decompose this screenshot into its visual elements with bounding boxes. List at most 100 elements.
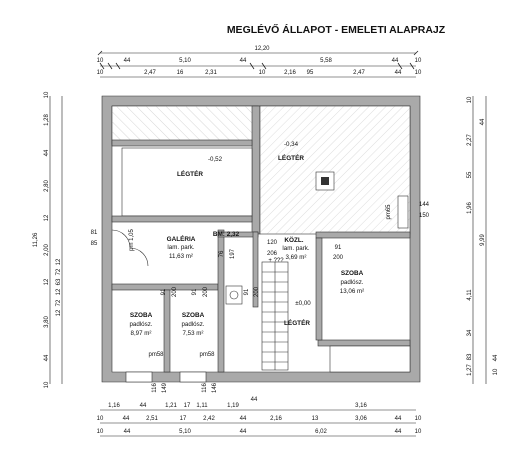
note-91c: 91 [192, 288, 198, 295]
dim-right-total: 9,99 [480, 234, 486, 246]
dim-right-b: 2,27 [467, 134, 473, 146]
dim-top-2-g: 95 [307, 70, 314, 76]
galeria-floor: lam. park. [167, 244, 194, 251]
dim-bot-2-e: 2,42 [203, 416, 215, 422]
note-91b: 91 [161, 288, 167, 295]
note-76: 76 [219, 250, 225, 257]
galeria-area: 11,63 m² [169, 253, 193, 260]
legter1-name: LÉGTÉR [177, 169, 203, 178]
dim-right-d: 1,96 [467, 202, 473, 214]
dim-left-i: 44 [44, 354, 50, 361]
note-200d: 200 [254, 286, 260, 297]
dim-top-2-e: 10 [259, 70, 266, 76]
dim-top-total: 12,20 [254, 46, 270, 52]
interior-annotations: pm 1,05 pm65 pm58 pm58 + ??? 81 85 144 1… [91, 202, 430, 393]
dim-bot-1-e: 1,11 [196, 403, 208, 409]
szoba-e-floor: padlósz. [340, 279, 363, 286]
dim-bot-2-i: 3,06 [355, 416, 367, 422]
dim-bot-2-d: 17 [180, 416, 187, 422]
dim-top-2-b: 2,47 [144, 70, 156, 76]
legter2-level: -0,34 [284, 141, 299, 148]
dim-left-e: 12 [44, 214, 50, 221]
dim-right-f: 34 [467, 329, 473, 336]
dim-right-e: 4,11 [467, 289, 473, 301]
kozl-area: 3,69 m² [286, 254, 307, 261]
dim-bot-2-h: 13 [312, 416, 319, 422]
legter3-level: ±0,00 [295, 300, 311, 307]
dim-top-2-h: 2,47 [353, 70, 365, 76]
note-146: 146 [212, 382, 218, 393]
dim-bot-3-e: 6,02 [315, 429, 327, 435]
dim-bot-1-a: 1,16 [108, 403, 120, 409]
szoba-w-floor: padlósz. [129, 321, 152, 328]
dim-bot-3-d: 44 [240, 429, 247, 435]
note-150: 150 [419, 213, 430, 219]
top-dimension-chains: 12,20 10 44 5,10 44 5,58 44 10 10 2,47 1… [97, 46, 422, 78]
dim-left-in-c: 63 [56, 278, 62, 285]
szoba-m-floor: padlósz. [181, 321, 204, 328]
dim-left-a: 10 [44, 91, 50, 98]
note-200c: 200 [203, 286, 209, 297]
note-85: 85 [91, 241, 98, 247]
kozl-floor: lam. park. [282, 245, 309, 252]
dim-top-1-g: 10 [415, 58, 422, 64]
dim-left-g: 12 [44, 278, 50, 285]
note-197: 197 [230, 248, 236, 259]
dim-bot-3-g: 10 [415, 429, 422, 435]
szoba-e-name: SZOBA [341, 270, 364, 277]
dim-left-in-a: 12 [56, 258, 62, 265]
dim-left-d: 2,80 [44, 180, 50, 192]
building-walls [101, 95, 421, 383]
dim-right-h: 1,27 [467, 364, 473, 376]
dim-left-in-d: 12 [56, 288, 62, 295]
dim-bot-2-g: 2,16 [270, 416, 282, 422]
dim-right-in-b: 10 [493, 368, 499, 375]
dim-top-1-b: 44 [124, 58, 131, 64]
dim-top-2-f: 2,16 [284, 70, 296, 76]
dim-bot-1-c: 1,21 [165, 403, 177, 409]
bottom-dimension-chains: 1,16 44 1,21 17 1,11 1,19 44 3,16 10 44 … [97, 397, 422, 437]
dim-left-in-e: 72 [56, 299, 62, 306]
note-144: 144 [419, 202, 430, 208]
dim-right-a: 10 [467, 96, 473, 103]
kozl-name: KÖZL. [284, 235, 303, 244]
dim-left-f: 2,00 [44, 244, 50, 256]
dim-bot-1-d: 17 [184, 403, 191, 409]
dim-left-total: 11,26 [33, 232, 39, 247]
szoba-w-area: 8,97 m² [131, 330, 152, 337]
note-116b: 116 [202, 383, 208, 393]
note-200b: 200 [172, 286, 178, 297]
legter2-name: LÉGTÉR [278, 153, 304, 162]
note-91a: 91 [335, 245, 342, 251]
note-91d: 91 [244, 288, 250, 295]
dim-right-c: 55 [467, 171, 473, 178]
note-pm58a: pm58 [148, 352, 164, 358]
bm-label: BM: 2,32 [213, 231, 240, 238]
dim-left-h: 3,80 [44, 316, 50, 328]
dim-bot-3-b: 44 [124, 429, 131, 435]
dim-left-j: 10 [44, 381, 50, 388]
note-149: 149 [162, 382, 168, 393]
dim-bot-3-f: 44 [395, 429, 402, 435]
dim-right-g: 83 [467, 353, 473, 360]
legter1-level: -0,52 [208, 156, 223, 163]
dim-top-2-a: 10 [97, 70, 104, 76]
szoba-m-area: 7,53 m² [183, 330, 204, 337]
right-dimension-chains: 10 2,27 55 1,96 4,11 34 83 1,27 9,99 44 … [467, 96, 499, 384]
dim-right-in-a: 44 [480, 118, 486, 125]
dim-top-1-e: 5,58 [320, 58, 332, 64]
dim-right-in-c: 44 [493, 354, 499, 361]
dim-top-2-j: 10 [415, 70, 422, 76]
note-120: 120 [267, 240, 278, 246]
dim-bot-2-a: 10 [97, 416, 104, 422]
note-pm58b: pm58 [199, 352, 215, 358]
dim-bot-1-b: 44 [140, 403, 147, 409]
dim-top-2-i: 44 [395, 70, 402, 76]
note-question: + ??? [268, 258, 284, 264]
dim-left-in-b: 72 [56, 268, 62, 275]
dim-bot-3-c: 5,10 [179, 429, 191, 435]
dim-top-1-d: 44 [240, 58, 247, 64]
dim-top-1-a: 10 [97, 58, 104, 64]
dim-left-c: 44 [44, 149, 50, 156]
